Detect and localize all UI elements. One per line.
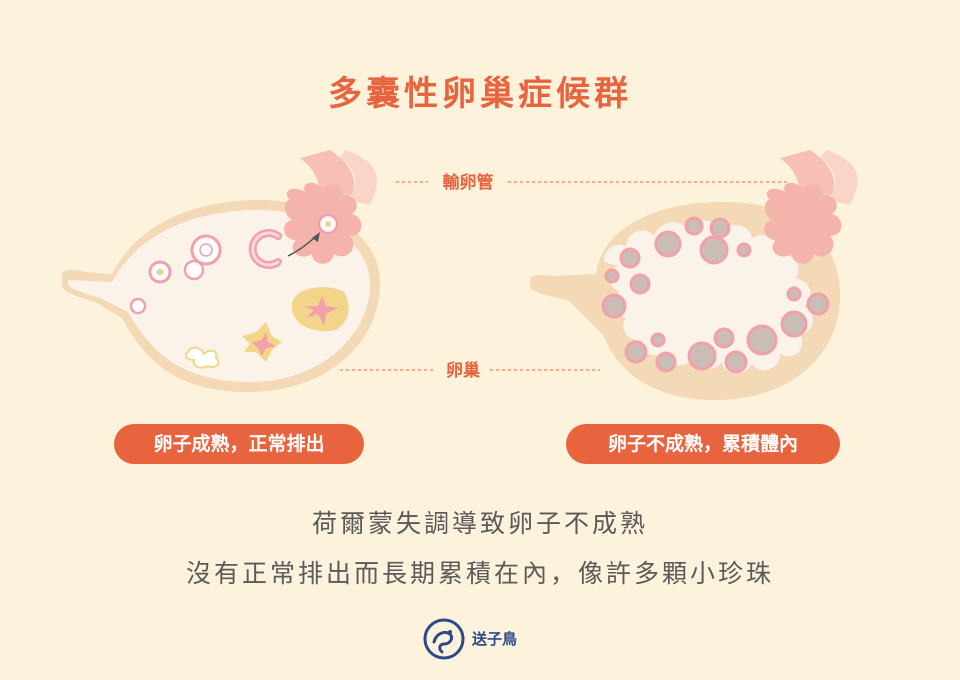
normal-ovary — [62, 150, 381, 392]
cyst — [619, 247, 641, 269]
cyst — [684, 216, 704, 236]
cyst — [699, 235, 729, 265]
brand-logo-text: 送子鳥 — [472, 630, 518, 648]
cyst — [650, 332, 666, 348]
description-line-2: 沒有正常排出而長期累積在內，像許多顆小珍珠 — [185, 559, 774, 588]
cyst — [629, 273, 651, 295]
fimbriae-right — [764, 182, 842, 264]
normal-ovary-caption: 卵子成熟，正常排出 — [114, 424, 364, 464]
cysts — [601, 216, 830, 374]
scar-tissue — [185, 346, 220, 369]
cyst — [709, 217, 731, 239]
fallopian-tube-right — [780, 150, 835, 200]
pcos-ovary-caption: 卵子不成熟，累積體內 — [566, 424, 840, 464]
polycystic-ovary — [530, 150, 858, 400]
follicle — [183, 259, 205, 281]
stork-logo-icon — [423, 618, 465, 660]
ovary-label: 卵巢 — [446, 360, 481, 381]
cyst — [780, 310, 808, 338]
cyst — [724, 350, 748, 374]
cyst — [736, 242, 752, 258]
cyst — [604, 268, 620, 284]
cyst — [687, 341, 717, 371]
cyst — [655, 351, 677, 373]
fallopian-tube-label: 輸卵管 — [443, 172, 494, 193]
page-title: 多囊性卵巢症候群 — [328, 74, 632, 114]
cyst — [654, 230, 682, 258]
follicle — [129, 297, 147, 315]
cyst — [806, 292, 830, 316]
cyst — [601, 293, 627, 319]
fallopian-tube-left — [300, 150, 355, 200]
brand-logo: 送子鳥 — [420, 614, 550, 664]
cyst — [624, 340, 648, 364]
cyst — [746, 324, 778, 356]
cyst — [713, 327, 735, 349]
description-line-1: 荷爾蒙失調導致卵子不成熟 — [311, 509, 648, 538]
cyst — [786, 286, 802, 302]
